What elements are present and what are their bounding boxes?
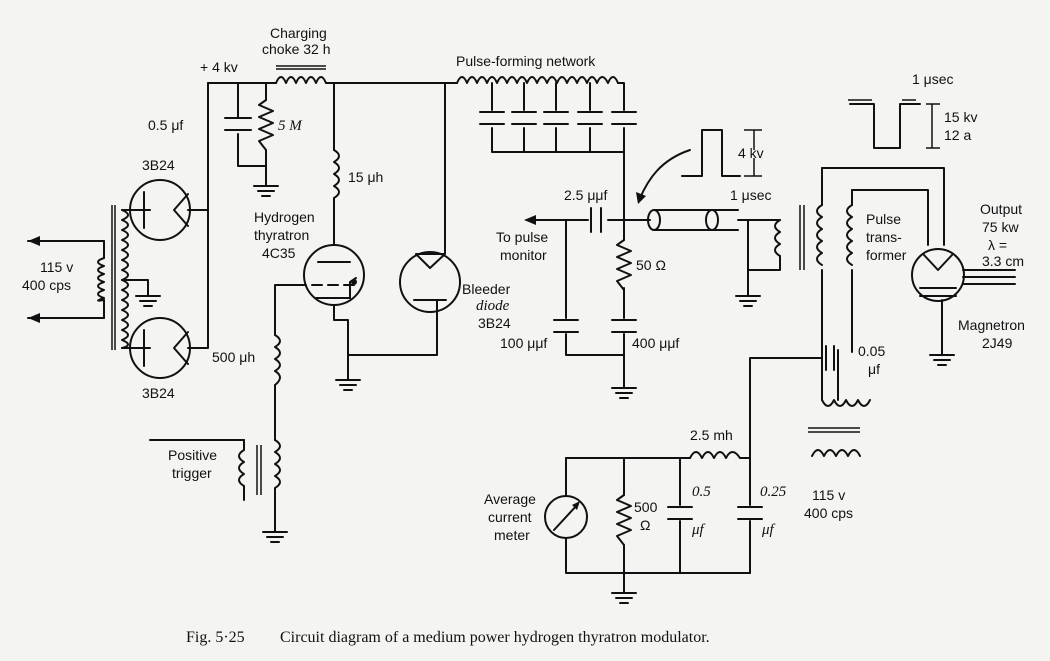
label-meter-1: Average	[484, 491, 536, 507]
label-pulse-transformer-3: former	[866, 247, 907, 263]
label-filter-cap1-2: μf	[691, 522, 706, 538]
label-ac-input-1: 115 v	[40, 259, 73, 275]
labels: + 4 kv Charging choke 32 h 0.5 μf 5 M 15…	[22, 25, 1025, 543]
label-ac-input-2: 400 cps	[22, 277, 71, 293]
coupling-capacitor	[590, 207, 602, 233]
label-output-4: 3.3 cm	[982, 253, 1024, 269]
label-filter-choke: 2.5 mh	[690, 427, 733, 443]
label-positive-trigger-2: trigger	[172, 465, 212, 481]
trigger-transformer	[238, 439, 281, 501]
label-filter-cap: 0.5 μf	[148, 117, 183, 133]
ac-input-arrows	[27, 236, 105, 323]
hydrogen-thyratron-tube	[303, 244, 365, 306]
heater-transformer	[808, 399, 871, 457]
label-filter-cap2-2: μf	[761, 522, 776, 538]
label-meter-3: meter	[494, 527, 530, 543]
resistor-50-ohm	[616, 239, 632, 291]
pfn-capacitors	[479, 111, 637, 125]
label-thyratron-3: 4C35	[262, 245, 296, 261]
label-output-1: Output	[980, 201, 1022, 217]
label-load-resistor: 50 Ω	[636, 257, 666, 273]
grid-choke-15uh	[333, 149, 340, 199]
label-shunt-resistor-2: Ω	[640, 517, 650, 533]
label-monitor-cap-left: 100 μμf	[500, 335, 547, 351]
label-heater-supply-1: 115 v	[812, 487, 845, 503]
monitor-capacitors	[553, 319, 637, 333]
caption-text: Circuit diagram of a medium power hydrog…	[280, 629, 710, 646]
ground-symbols	[135, 179, 955, 604]
label-bleeder-resistor: 5 M	[278, 118, 303, 134]
label-rectifier-bottom: 3B24	[142, 385, 175, 401]
label-supply-voltage: + 4 kv	[200, 59, 238, 75]
label-grid-choke: 15 μh	[348, 169, 383, 185]
label-pulse-width-small: 1 μsec	[730, 187, 772, 203]
label-monitor-cap-right: 400 μμf	[632, 335, 679, 351]
rectifier-tube-top	[129, 179, 191, 241]
coaxial-cable	[647, 209, 739, 231]
pulse-4kv-waveform	[636, 129, 762, 204]
filter-choke-25mh	[689, 451, 741, 459]
figure-caption: Fig. 5·25 Circuit diagram of a medium po…	[186, 629, 710, 646]
label-pulse-transformer-1: Pulse	[866, 211, 901, 227]
label-pulse-monitor-1: To pulse	[496, 229, 548, 245]
label-output-pulse-2: 12 a	[944, 127, 971, 143]
label-pfn: Pulse-forming network	[456, 53, 596, 69]
label-bypass-cap-2: μf	[868, 361, 880, 377]
label-bleeder-diode-2: diode	[476, 298, 510, 314]
label-positive-trigger-1: Positive	[168, 447, 217, 463]
label-charging-choke-1: Charging	[270, 25, 327, 41]
label-trigger-choke: 500 μh	[212, 349, 255, 365]
label-filter-cap2-1: 0.25	[760, 484, 787, 500]
label-pulse-width-top: 1 μsec	[912, 71, 954, 87]
label-bypass-cap-1: 0.05	[858, 343, 885, 359]
label-shunt-resistor-1: 500	[634, 499, 658, 515]
label-meter-2: current	[488, 509, 532, 525]
shunt-resistor-500-ohm	[616, 494, 632, 546]
capacitor-05uf	[224, 117, 252, 131]
average-current-meter	[544, 495, 588, 539]
magnetron-tube	[911, 248, 1016, 302]
pulse-transformer	[747, 204, 853, 271]
label-output-3: λ =	[988, 237, 1007, 253]
label-output-pulse-1: 15 kv	[944, 109, 977, 125]
label-bleeder-diode-3: 3B24	[478, 315, 511, 331]
label-thyratron-1: Hydrogen	[254, 209, 315, 225]
bleeder-diode-tube	[399, 239, 461, 319]
label-magnetron-2: 2J49	[982, 335, 1013, 351]
label-pulse-transformer-2: trans-	[866, 229, 902, 245]
caption-fig-number: Fig. 5·25	[186, 629, 245, 646]
label-thyratron-2: thyratron	[254, 227, 309, 243]
label-magnetron-1: Magnetron	[958, 317, 1025, 333]
pulse-15kv-waveform	[848, 99, 940, 149]
label-filter-cap1-1: 0.5	[692, 484, 711, 500]
label-pulse-monitor-2: monitor	[500, 247, 547, 263]
pfn-inductors	[456, 76, 619, 84]
trigger-choke-500uh	[274, 334, 281, 386]
label-pulse-4kv: 4 kv	[738, 145, 764, 161]
label-coupling-cap: 2.5 μμf	[564, 187, 607, 203]
bypass-capacitor-005uf	[825, 345, 835, 371]
pulse-monitor-arrow	[524, 215, 561, 225]
meter-filter-capacitors	[667, 506, 763, 520]
rectifier-tube-bottom	[129, 317, 191, 379]
label-bleeder-diode-1: Bleeder	[462, 281, 511, 297]
label-rectifier-top: 3B24	[142, 157, 175, 173]
resistor-5m	[258, 99, 274, 151]
charging-choke	[275, 65, 327, 84]
label-output-2: 75 kw	[982, 219, 1019, 235]
label-charging-choke-2: choke 32 h	[262, 41, 331, 57]
label-heater-supply-2: 400 cps	[804, 505, 853, 521]
wiring	[121, 82, 945, 591]
power-transformer	[97, 205, 149, 350]
